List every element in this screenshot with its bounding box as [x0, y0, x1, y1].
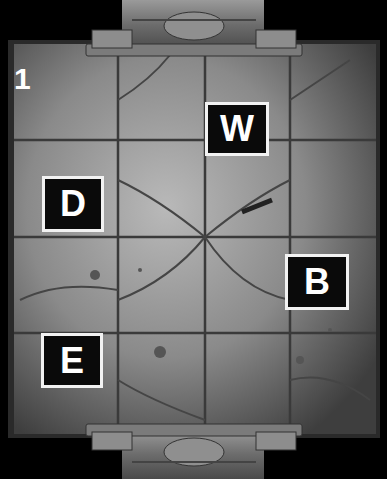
- token-letter: B: [304, 264, 330, 300]
- token-letter: E: [60, 343, 84, 379]
- letter-token: B: [285, 254, 349, 310]
- letter-token: E: [41, 333, 103, 388]
- letter-token: D: [42, 176, 104, 232]
- token-letter: D: [60, 186, 86, 222]
- tile-number: 1: [14, 64, 31, 94]
- token-letter: W: [220, 111, 254, 147]
- letter-token: W: [205, 102, 269, 156]
